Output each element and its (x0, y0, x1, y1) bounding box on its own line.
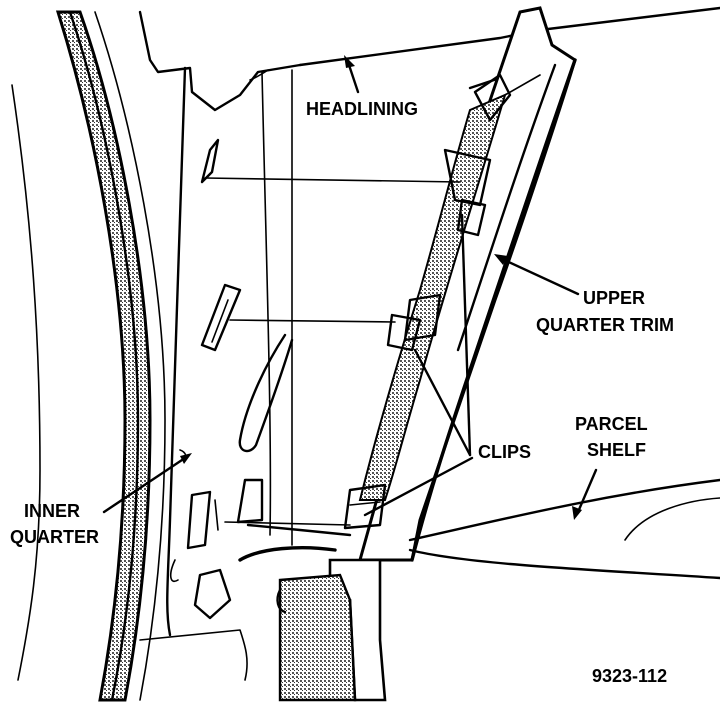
upper-quarter-trim-arrow (494, 254, 508, 265)
upper-quarter-trim-panel (343, 6, 577, 562)
headlining-arrow (344, 55, 355, 68)
lower-pillar-trim (238, 545, 387, 702)
clip-leader-upper-1 (413, 348, 472, 457)
label-clips: CLIPS (478, 442, 531, 462)
label-inner: INNER (24, 501, 80, 521)
label-upper: UPPER (583, 288, 645, 308)
figure-number: 9323-112 (592, 666, 667, 686)
label-headlining: HEADLINING (306, 99, 418, 119)
alignment-guide-lines (204, 177, 461, 526)
door-seal-weatherstrip (11, 10, 166, 702)
leader-lines (102, 55, 598, 520)
clip-leader-lower (363, 456, 474, 517)
parcel-shelf-panel (408, 478, 720, 580)
parcel-shelf-leader (576, 468, 598, 514)
label-shelf: SHELF (587, 440, 646, 460)
inner-quarter-leader (102, 456, 187, 514)
diagram-labels: HEADLINING UPPER QUARTER TRIM CLIPS PARC… (10, 99, 674, 686)
inner-quarter-panel (138, 10, 352, 681)
clip-leader-upper-2 (460, 213, 472, 457)
parcel-shelf-arrow (572, 506, 582, 520)
label-quarter-trim: QUARTER TRIM (536, 315, 674, 335)
inner-quarter-arrow (180, 453, 192, 464)
label-parcel: PARCEL (575, 414, 648, 434)
upper-quarter-trim-leader (498, 256, 580, 296)
label-quarter: QUARTER (10, 527, 99, 547)
